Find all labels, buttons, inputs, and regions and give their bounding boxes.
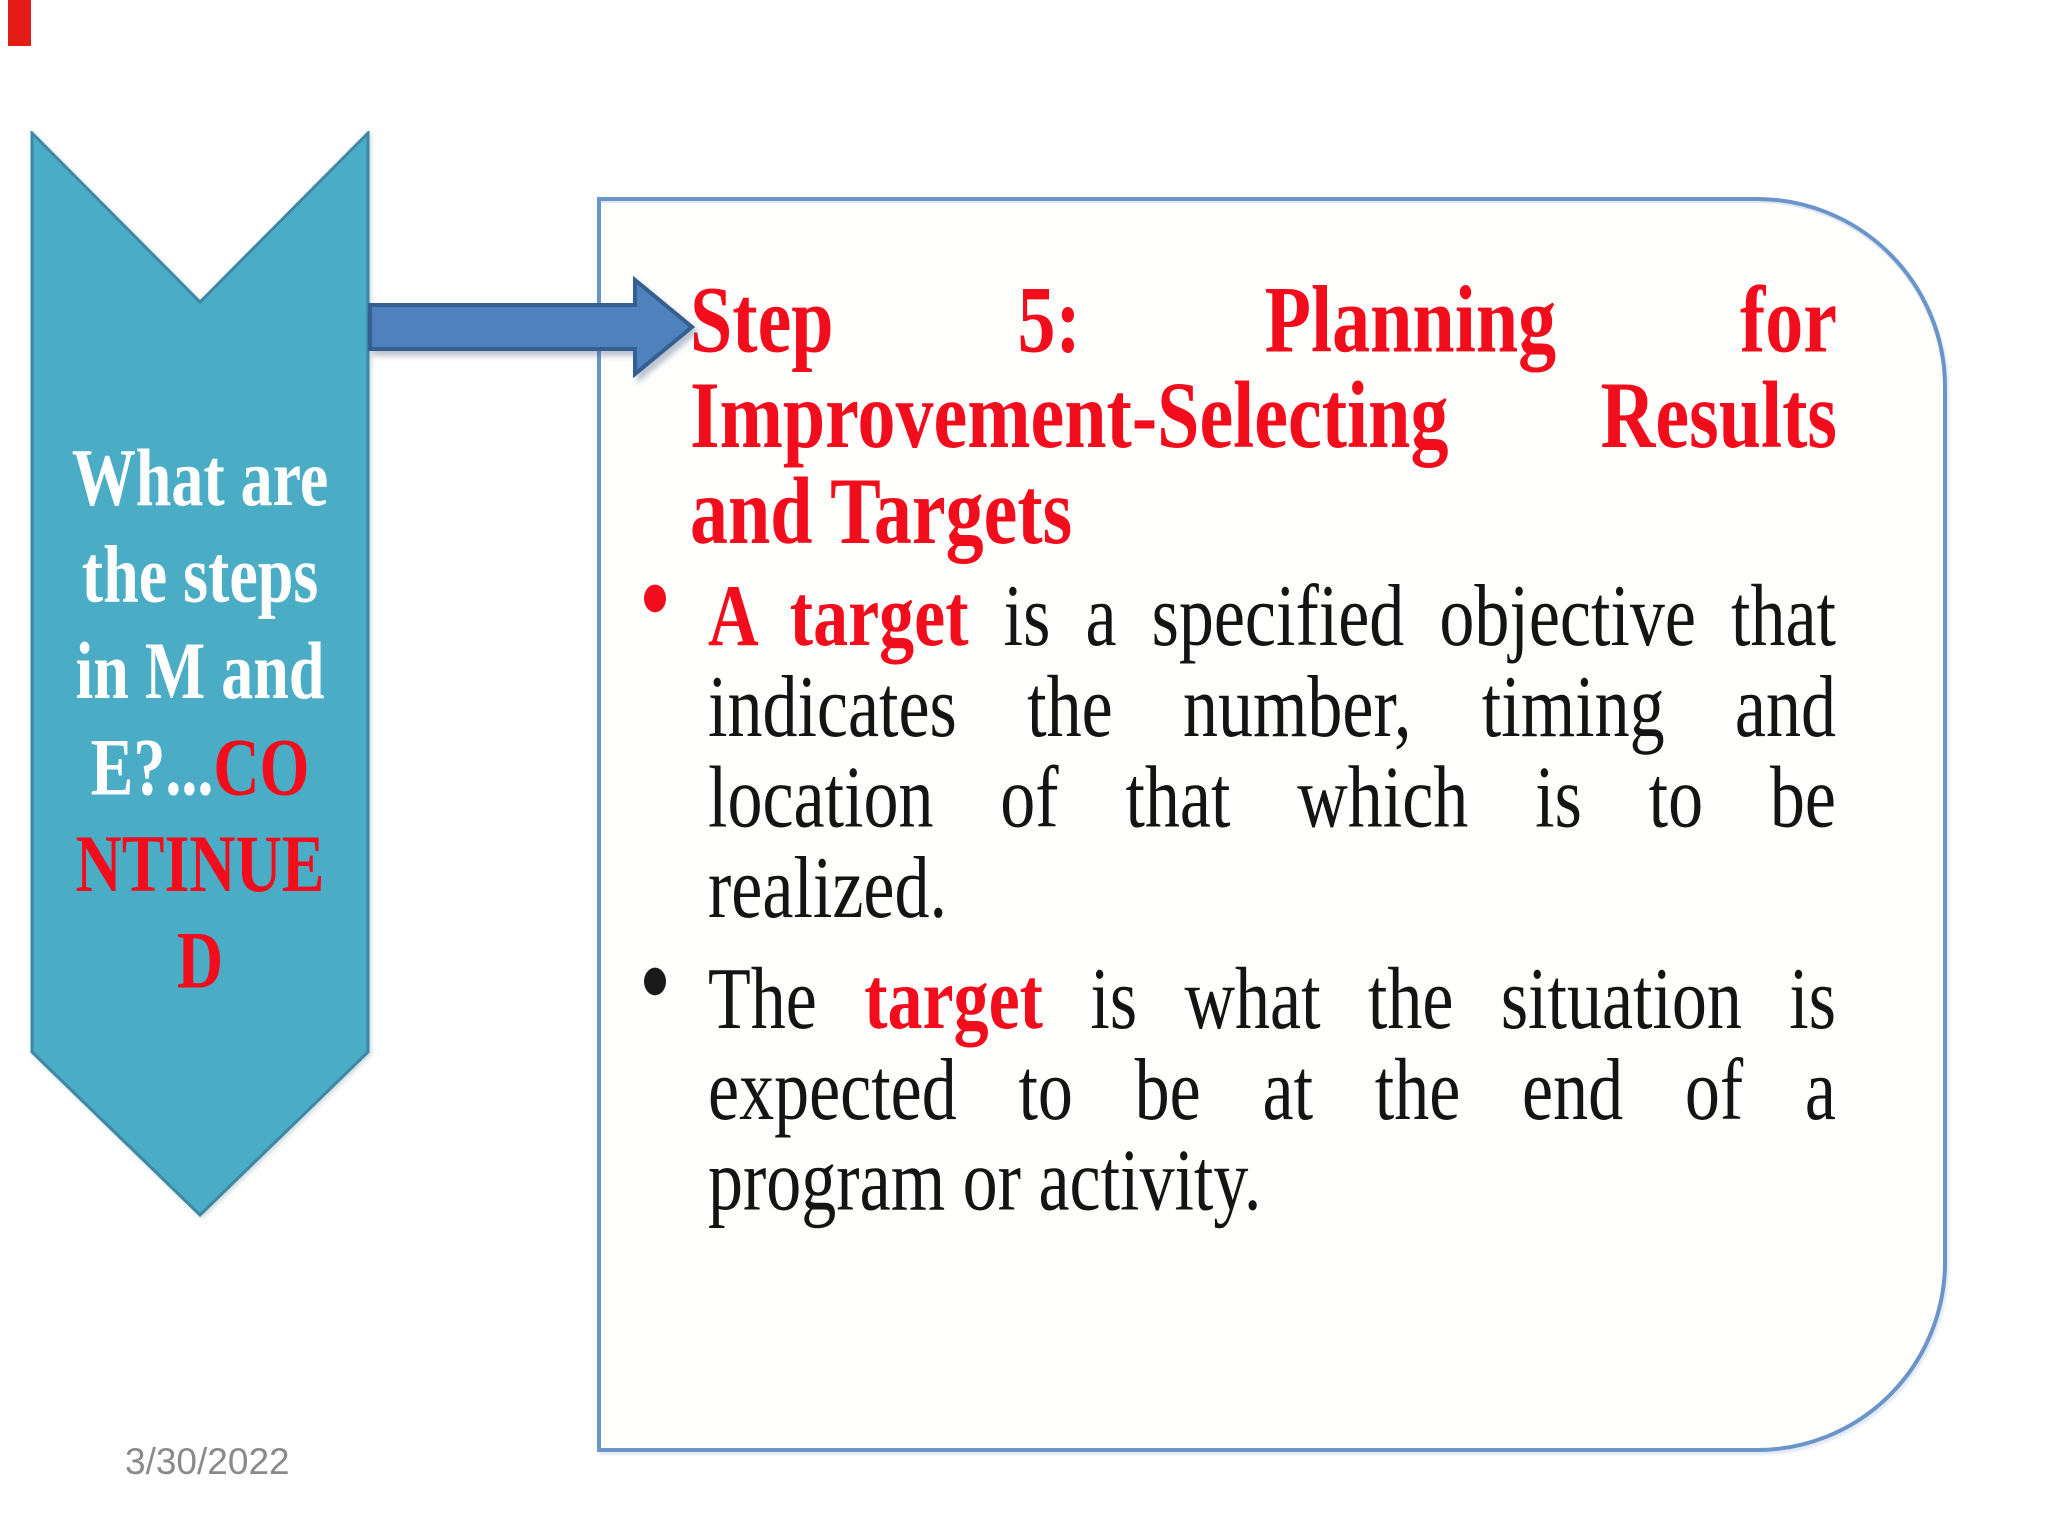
text-segment: program or activity. <box>708 1132 1262 1230</box>
right-arrow-shape <box>368 275 696 379</box>
text-segment: indicates the number, timing and <box>708 658 1836 756</box>
chevron-banner-shape <box>30 131 370 1217</box>
text-segment: the steps <box>81 529 319 620</box>
text-line: indicates the number, timing and <box>708 662 1836 754</box>
text-segment: Step 5: Planning for <box>690 266 1837 373</box>
corner-red-bar <box>8 0 31 46</box>
text-segment: Improvement-Selecting Results <box>690 362 1837 469</box>
text-segment: E?... <box>90 722 214 813</box>
date-label: 3/30/2022 <box>125 1441 290 1482</box>
text-line: What are <box>32 430 368 527</box>
text-line: expected to be at the end of a <box>708 1045 1836 1137</box>
text-segment: What are <box>71 432 329 523</box>
text-line: The target is what the situation is <box>708 954 1836 1046</box>
text-line: E?...CO <box>32 720 368 817</box>
text-segment: and Targets <box>690 458 1073 565</box>
text-segment: D <box>176 915 224 1006</box>
text-line: D <box>32 913 368 1010</box>
text-line: the steps <box>32 527 368 624</box>
text-segment: The <box>708 951 865 1049</box>
bullet-marker-icon <box>644 967 666 996</box>
text-line: in M and <box>32 623 368 720</box>
text-line: and Targets <box>690 464 1837 560</box>
text-line: realized. <box>708 844 1836 935</box>
text-segment: is a specified objective that <box>1003 568 1836 666</box>
text-segment: location of that which is to be <box>708 749 1836 847</box>
bullet-marker-icon <box>644 584 666 613</box>
text-line: program or activity. <box>708 1136 1836 1227</box>
text-line: NTINUE <box>32 816 368 913</box>
right-arrow-icon <box>368 275 696 379</box>
text-segment: NTINUE <box>75 818 325 909</box>
text-segment: target <box>864 951 1043 1049</box>
text-segment: A target <box>708 568 1004 666</box>
text-segment: realized. <box>708 840 947 938</box>
text-segment: expected to be at the end of a <box>708 1041 1836 1139</box>
text-segment: in M and <box>75 625 325 716</box>
text-line: location of that which is to be <box>708 753 1836 844</box>
text-segment: is what the situation is <box>1042 951 1836 1049</box>
text-segment: CO <box>213 722 310 813</box>
text-line: A target is a specified objective that <box>708 571 1836 663</box>
chevron-banner-icon <box>30 131 370 1217</box>
content-box <box>597 197 1947 1452</box>
text-line: Improvement-Selecting Results <box>690 368 1837 464</box>
text-line: Step 5: Planning for <box>690 272 1837 368</box>
